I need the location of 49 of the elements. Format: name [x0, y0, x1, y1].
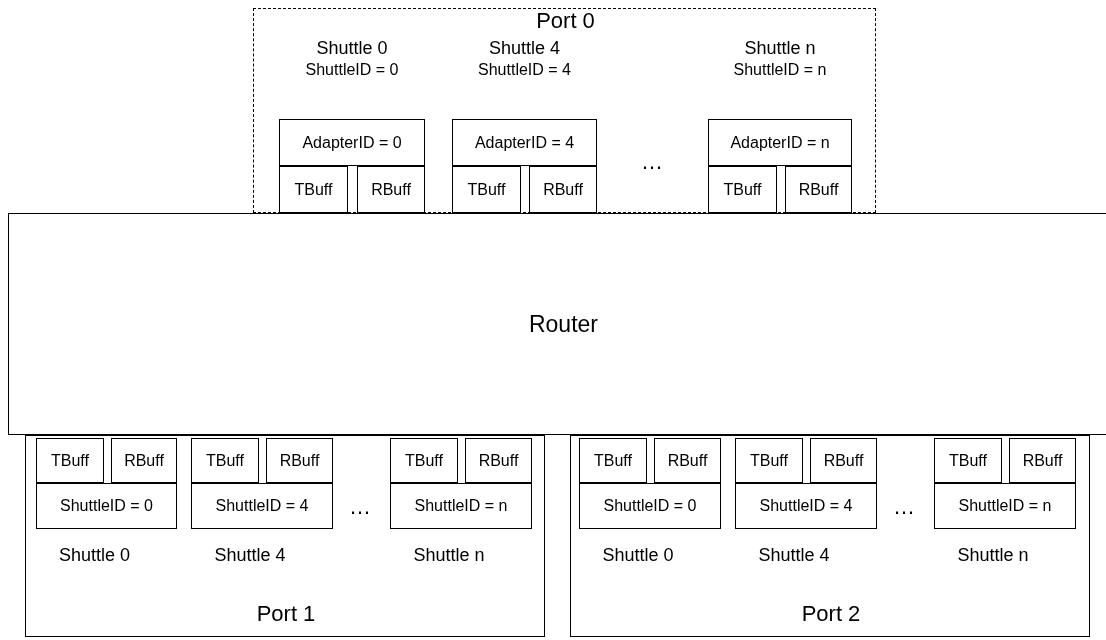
- port-title: Port 2: [801, 601, 861, 627]
- shuttle-id-box: ShuttleID = 0: [36, 483, 177, 529]
- shuttle-id-box: ShuttleID = n: [390, 483, 532, 529]
- shuttle-label: Shuttle n: [744, 37, 816, 59]
- buffer-box: TBuff: [735, 438, 803, 483]
- shuttle-label: Shuttle 0: [58, 544, 131, 566]
- router-box: Router: [8, 213, 1106, 435]
- adapter-id-box: AdapterID = n: [708, 119, 852, 166]
- buffer-box: RBuff: [810, 438, 877, 483]
- shuttle-label: Shuttle 4: [758, 544, 830, 566]
- shuttle-label: Shuttle n: [413, 544, 485, 566]
- shuttle-label: Shuttle 0: [602, 544, 674, 566]
- ellipsis: …: [349, 494, 371, 520]
- shuttle-label: ShuttleID = 0: [305, 61, 399, 79]
- shuttle-label: ShuttleID = 4: [478, 61, 571, 79]
- shuttle-id-box: ShuttleID = 4: [735, 483, 877, 529]
- buffer-box: TBuff: [579, 438, 647, 483]
- buffer-box: TBuff: [452, 166, 521, 213]
- ellipsis: …: [641, 149, 663, 175]
- buffer-box: RBuff: [529, 166, 597, 213]
- port-box: [570, 435, 1090, 637]
- shuttle-label: Shuttle 0: [316, 37, 388, 59]
- shuttle-label: Shuttle n: [957, 544, 1029, 566]
- shuttle-id-box: ShuttleID = n: [934, 483, 1076, 529]
- port-title: Port 1: [256, 601, 316, 627]
- buffer-box: TBuff: [36, 438, 104, 483]
- buffer-box: RBuff: [785, 166, 852, 213]
- shuttle-label: Shuttle 4: [214, 544, 286, 566]
- buffer-box: RBuff: [357, 166, 425, 213]
- shuttle-label: ShuttleID = n: [733, 61, 827, 79]
- buffer-box: TBuff: [390, 438, 458, 483]
- adapter-id-box: AdapterID = 0: [279, 119, 425, 166]
- shuttle-label: Shuttle 4: [488, 37, 561, 59]
- buffer-box: RBuff: [266, 438, 333, 483]
- shuttle-id-box: ShuttleID = 4: [191, 483, 333, 529]
- buffer-box: TBuff: [934, 438, 1002, 483]
- shuttle-id-box: ShuttleID = 0: [579, 483, 721, 529]
- adapter-id-box: AdapterID = 4: [452, 119, 597, 166]
- port-box: [253, 8, 876, 213]
- buffer-box: TBuff: [708, 166, 777, 213]
- buffer-box: RBuff: [465, 438, 532, 483]
- buffer-box: RBuff: [111, 438, 177, 483]
- ellipsis: …: [893, 494, 915, 520]
- buffer-box: RBuff: [654, 438, 721, 483]
- buffer-box: TBuff: [279, 166, 348, 213]
- buffer-box: RBuff: [1009, 438, 1076, 483]
- port-box: [25, 435, 545, 637]
- port-title: Port 0: [536, 8, 595, 34]
- buffer-box: TBuff: [191, 438, 259, 483]
